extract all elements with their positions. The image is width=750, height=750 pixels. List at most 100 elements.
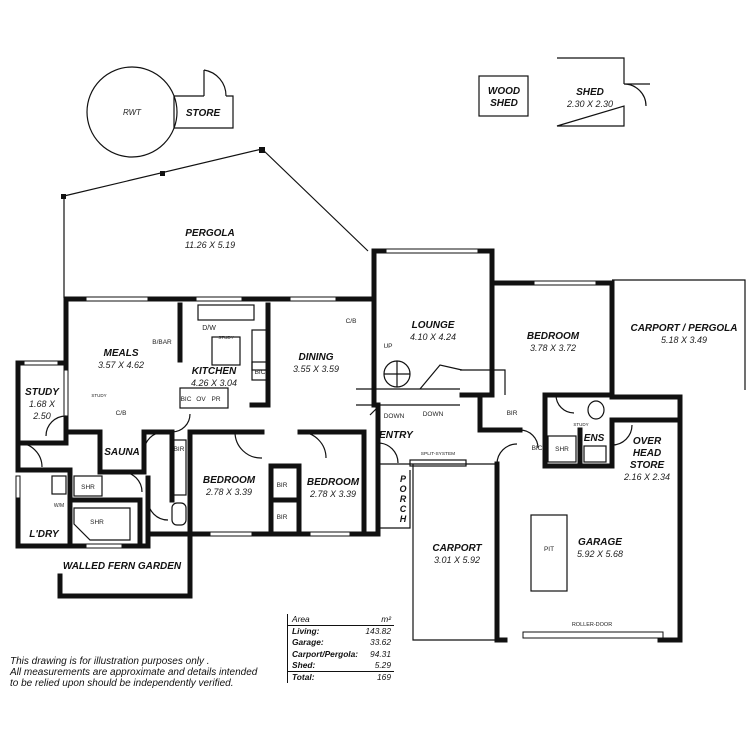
pergola-label: PERGOLA — [185, 228, 234, 239]
study-dims-1: 1.68 X — [29, 399, 56, 409]
area-total-value: 169 — [377, 671, 391, 682]
bedroom-main-label: BEDROOM — [527, 331, 580, 342]
area-row-label: Shed: — [292, 659, 316, 670]
overhead-store-label-2: HEAD — [633, 448, 661, 459]
bedroom-3-dims: 2.78 X 3.39 — [309, 489, 356, 499]
area-total-row: Total: 169 — [288, 670, 394, 683]
porch-letter: C — [400, 504, 407, 514]
lounge-label: LOUNGE — [412, 320, 455, 331]
shed-label: SHED — [576, 87, 604, 98]
ens-study-tag: STUDY — [573, 422, 588, 427]
garage-label: GARAGE — [578, 537, 622, 548]
bath-shr-label: SHR — [90, 519, 104, 526]
study-label: STUDY — [25, 387, 60, 398]
porch-outline — [377, 466, 411, 529]
ens-shr-label: SHR — [555, 446, 569, 453]
area-row: Shed: 5.29 — [288, 660, 394, 671]
kitchen-fixtures — [179, 304, 269, 409]
bedroom-2-dims: 2.78 X 3.39 — [205, 487, 252, 497]
study-nook-tag: STUDY — [218, 335, 233, 340]
interior-walls — [15, 280, 683, 549]
disclaimer-line: All measurements are approximate and det… — [10, 667, 258, 678]
pergola-outline — [61, 147, 369, 298]
stair-well — [369, 360, 463, 416]
area-header-label: Area — [292, 614, 310, 624]
meals-study-tag: STUDY — [91, 393, 106, 398]
porch-letter: O — [399, 484, 406, 494]
door-swings — [17, 394, 633, 521]
study-dims-2: 2.50 — [32, 411, 51, 421]
area-row: Garage: 33.62 — [288, 637, 394, 648]
roller-door-label: ROLLER-DOOR — [572, 622, 612, 628]
oven-label: OV — [196, 396, 206, 403]
bedroom-3-label: BEDROOM — [307, 477, 360, 488]
area-header-unit: m² — [381, 614, 391, 624]
hall-bir-label: BIR — [174, 446, 185, 453]
shed-outbuilding — [556, 57, 650, 127]
stair-up-label: UP — [383, 343, 392, 350]
area-row-value: 5.29 — [374, 659, 391, 670]
laundry-shr-label: SHR — [81, 484, 95, 491]
pantry-bic-label: BIC — [181, 396, 192, 403]
overhead-store-label-1: OVER — [633, 436, 662, 447]
porch-letter: P — [400, 474, 407, 484]
cb-dining-label: C/B — [346, 318, 357, 325]
dw-label: D/W — [202, 325, 216, 332]
ens-bic-label: BIC — [532, 445, 543, 452]
dining-label: DINING — [299, 352, 334, 363]
walled-fern-garden-label: WALLED FERN GARDEN — [63, 561, 182, 572]
pit-label: PIT — [544, 546, 554, 553]
wood-shed-label-2: SHED — [490, 98, 518, 109]
store-label: STORE — [186, 108, 221, 119]
porch-label: P O R C H — [399, 474, 407, 524]
overhead-store-dims: 2.16 X 2.34 — [623, 472, 670, 482]
porch-letter: R — [400, 494, 407, 504]
pantry-label: PR — [211, 396, 220, 403]
area-row-value: 33.62 — [370, 637, 391, 648]
rwt-label: RWT — [123, 108, 142, 117]
pergola-dims: 11.26 X 5.19 — [185, 240, 235, 250]
garage-dims: 5.92 X 5.68 — [577, 549, 623, 559]
bbar-label: B/BAR — [152, 339, 172, 346]
area-row: Living: 143.82 — [288, 626, 394, 637]
disclaimer: This drawing is for illustration purpose… — [10, 656, 290, 689]
rainwater-tank — [86, 66, 178, 158]
carport-dims: 3.01 X 5.92 — [434, 555, 480, 565]
area-row-label: Living: — [292, 626, 320, 637]
ens-label: ENS — [584, 433, 605, 444]
kitchen-label: KITCHEN — [192, 366, 237, 377]
area-row-label: Carport/Pergola: — [292, 648, 359, 659]
entry-label: ENTRY — [379, 430, 414, 441]
bedroom-main-dims: 3.78 X 3.72 — [530, 343, 576, 353]
porch-letter: H — [400, 514, 407, 524]
bathroom-fixtures — [51, 400, 607, 541]
area-table: Area m² Living: 143.82 Garage: 33.62 Car… — [287, 614, 394, 684]
meals-dims: 3.57 X 4.62 — [98, 360, 144, 370]
area-row-label: Garage: — [292, 637, 324, 648]
bed2-bir-label: BIR — [277, 482, 288, 489]
dining-dims: 3.55 X 3.59 — [293, 364, 339, 374]
overhead-store-label-3: STORE — [630, 460, 665, 471]
bedroom-main-bir-label: BIR — [507, 410, 518, 417]
carport-pergola-label: CARPORT / PERGOLA — [630, 323, 737, 334]
lounge-dims: 4.10 X 4.24 — [410, 332, 456, 342]
cb-meals-label: C/B — [116, 410, 127, 417]
area-row-value: 143.82 — [365, 626, 391, 637]
bedroom-2-label: BEDROOM — [203, 475, 256, 486]
area-table-header: Area m² — [288, 614, 394, 627]
kitchen-bic-label: BIC — [255, 369, 266, 376]
area-row: Carport/Pergola: 94.31 — [288, 649, 394, 660]
garage-pit — [530, 514, 568, 592]
shed-dims: 2.30 X 2.30 — [566, 99, 613, 109]
disclaimer-line: to be relied upon should be independentl… — [10, 678, 234, 689]
split-system-label: SPLIT-SYSTEM — [421, 451, 455, 457]
area-total-label: Total: — [292, 671, 315, 682]
area-row-value: 94.31 — [370, 648, 391, 659]
washing-machine-label: W/M — [54, 503, 64, 509]
split-system-unit — [409, 459, 467, 467]
kitchen-dims: 4.26 X 3.04 — [191, 378, 237, 388]
sauna-label: SAUNA — [104, 447, 140, 458]
wood-shed-outbuilding — [478, 75, 529, 117]
stair-down-label-left: DOWN — [384, 413, 405, 420]
